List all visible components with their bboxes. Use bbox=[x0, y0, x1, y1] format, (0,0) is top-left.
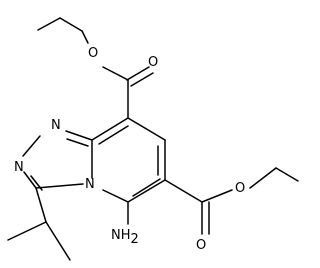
ethyl-top-left-bond bbox=[37, 17, 61, 31]
ester-top-carbon-bond bbox=[102, 66, 129, 81]
ester-bottom-carbonyl-oxygen-label: O bbox=[196, 238, 206, 253]
ethyl-bottom-right-bond bbox=[275, 167, 299, 182]
isopropyl-left-bond bbox=[7, 221, 47, 241]
triazole-nitrogen-label-2: N bbox=[14, 160, 24, 175]
bridgehead-nitrogen-label: N bbox=[85, 177, 95, 192]
ring-bottom-left-bond bbox=[102, 189, 129, 203]
isopropyl-right-bond bbox=[45, 221, 71, 261]
ring-top-right-bond bbox=[127, 117, 166, 141]
ester-top-carbonyl-double-bond-b bbox=[130, 72, 154, 87]
amino-main-label: NH bbox=[111, 228, 131, 243]
ring-top-left-bond bbox=[91, 117, 129, 141]
ester-bottom-oxygen-bond bbox=[201, 189, 233, 203]
structure-canvas: O O N N N NH2 O O bbox=[7, 17, 299, 261]
ring-bottom-right-bond bbox=[127, 179, 166, 203]
molecule-diagram: O O N N N NH2 O O bbox=[7, 17, 299, 261]
ester-top-carbonyl-double-bond-a bbox=[126, 66, 150, 81]
ethyl-top-right-bond bbox=[59, 17, 83, 32]
ring-bottom-left-inner-bond bbox=[132, 178, 161, 197]
ester-top-oxygen-bond bbox=[81, 30, 89, 44]
ester-top-oxygen-label: O bbox=[88, 46, 98, 61]
triazole-top-inner-bond bbox=[66, 138, 89, 147]
triazole-lower-left-bond bbox=[23, 171, 37, 189]
triazole-top-bond bbox=[65, 130, 93, 141]
atom-label-group: O O N N N NH2 O O bbox=[14, 46, 245, 253]
isopropyl-stem-bond bbox=[35, 187, 47, 223]
ring-top-left-inner-bond bbox=[98, 125, 129, 145]
amino-subscript-label: 2 bbox=[131, 232, 139, 247]
ethyl-bottom-left-bond bbox=[249, 167, 277, 189]
bond-group bbox=[7, 17, 299, 261]
triazole-nitrogen-label-1: N bbox=[51, 118, 61, 133]
triazole-bottom-bond bbox=[35, 183, 84, 189]
ester-top-carbonyl-oxygen-label: O bbox=[148, 55, 158, 70]
ester-bottom-oxygen-label: O bbox=[235, 181, 245, 196]
ester-bottom-to-ring-bond bbox=[164, 179, 203, 203]
amino-label: NH2 bbox=[111, 228, 139, 247]
triazole-left-bond bbox=[22, 135, 41, 157]
